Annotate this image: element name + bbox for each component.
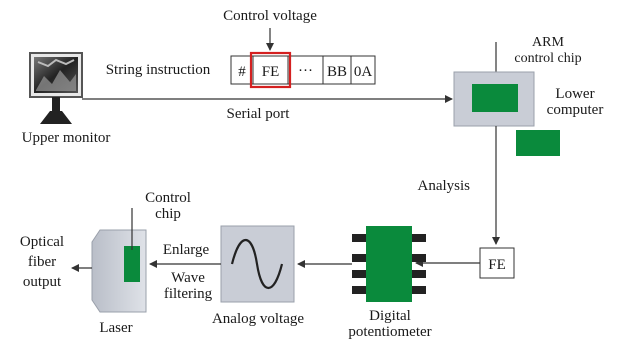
wave-filtering-label-line2: filtering: [164, 286, 213, 302]
digital-potentiometer-chip: [352, 226, 426, 302]
string-instruction-label: String instruction: [106, 62, 211, 78]
fe-box-label: FE: [488, 257, 506, 273]
analysis-label: Analysis: [418, 178, 471, 194]
arm-label-line1: ARM: [532, 35, 564, 50]
control-chip-label-line1: Control: [145, 190, 191, 206]
analog-voltage-box: [220, 225, 295, 303]
fe-box: [479, 247, 515, 279]
laser-control-chip: [124, 246, 140, 282]
packet-cell-hash: #: [238, 64, 246, 80]
control-chip-label-line2: chip: [155, 206, 181, 222]
analog-voltage-label: Analog voltage: [212, 311, 304, 327]
arm-chip: [472, 84, 518, 112]
packet-cell-fe: FE: [262, 64, 280, 80]
laser-label: Laser: [99, 320, 132, 336]
fe-highlight-frame: [249, 51, 292, 89]
laser-device: [91, 229, 147, 313]
string-instruction-packet: # FE ··· BB 0A: [230, 51, 376, 89]
enlarge-label: Enlarge: [163, 242, 210, 258]
wave-filtering-label-line1: Wave: [171, 270, 205, 286]
lower-computer-label-line1: Lower: [555, 86, 594, 102]
packet-cell-ellipsis: ···: [298, 63, 313, 79]
optical-fiber-label-line2: fiber: [28, 254, 56, 270]
digital-potentiometer-label-line1: Digital: [369, 308, 411, 324]
sine-wave-icon: [230, 239, 284, 289]
arm-label-line2: control chip: [514, 51, 581, 66]
optical-fiber-label-line3: output: [23, 274, 62, 290]
packet-cell-bb: BB: [327, 64, 347, 80]
lower-computer-box: [453, 71, 535, 127]
digital-potentiometer-label-line2: potentiometer: [348, 324, 431, 340]
optical-fiber-label-line1: Optical: [20, 234, 64, 250]
packet-cell-0a: 0A: [354, 64, 373, 80]
serial-port-label: Serial port: [227, 106, 291, 122]
computer-monitor-icon: [29, 52, 83, 124]
lower-computer-label-line2: computer: [547, 102, 604, 118]
green-chip-block: [516, 130, 560, 156]
upper-monitor-label: Upper monitor: [22, 130, 111, 146]
control-voltage-label: Control voltage: [223, 8, 317, 24]
